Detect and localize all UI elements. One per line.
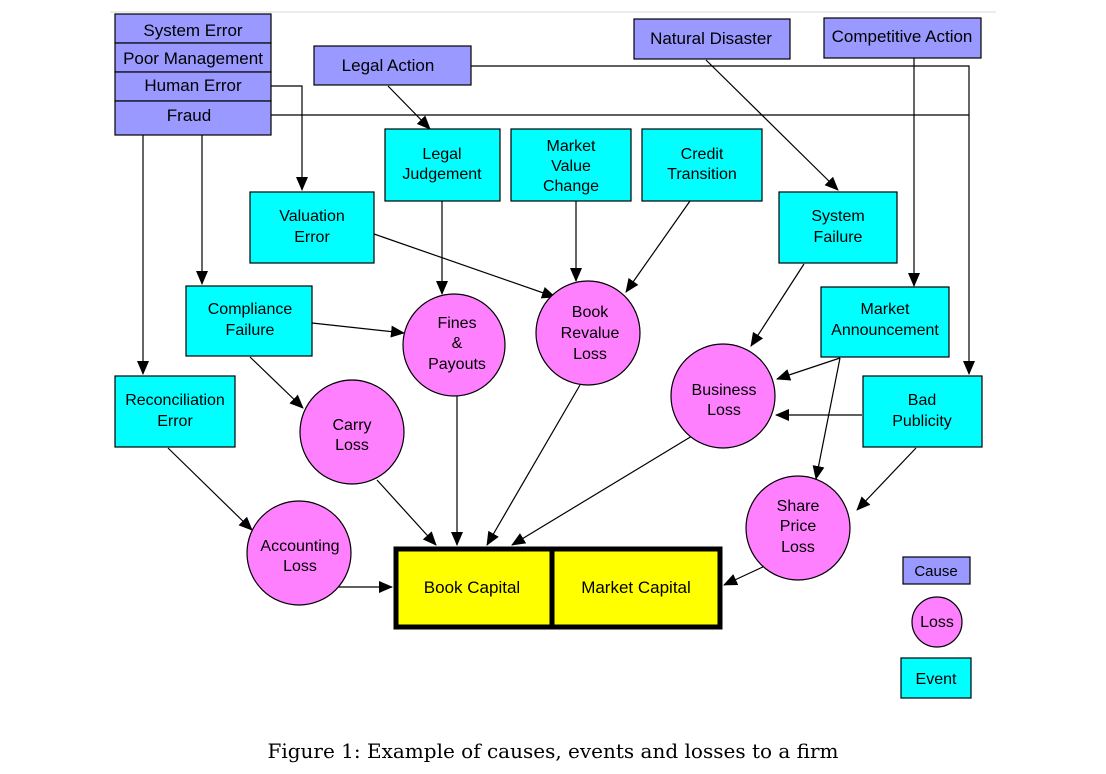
capital: Book Capital Market Capital xyxy=(393,546,723,630)
loss-book-revalue-line2: Revalue xyxy=(561,325,620,342)
loss-business-line2: Loss xyxy=(707,402,741,419)
event-valuation-error-line2: Error xyxy=(294,229,330,246)
cause-human-error-label: Human Error xyxy=(144,76,242,95)
loss-share-price-line1: Share xyxy=(777,498,820,515)
capital-book-label: Book Capital xyxy=(424,578,520,597)
cause-competitive-action-label: Competitive Action xyxy=(832,27,973,46)
capital-market-box xyxy=(549,546,723,630)
event-bad-publicity-line1: Bad xyxy=(908,392,936,409)
loss-business-line1: Business xyxy=(692,382,757,399)
loss-accounting-line1: Accounting xyxy=(260,538,339,555)
edge-share-price-to-market-capital xyxy=(723,564,768,586)
event-system-failure-line1: System xyxy=(811,208,864,225)
loss-carry-line2: Loss xyxy=(335,437,369,454)
cause-natural-disaster-label: Natural Disaster xyxy=(650,29,772,48)
loss-accounting: Accounting Loss xyxy=(246,500,352,606)
loss-business: Business Loss xyxy=(670,343,776,449)
event-market-value-change-line3: Change xyxy=(543,178,599,195)
edge-credit-transition-to-book-revalue xyxy=(625,200,691,293)
event-system-failure: System Failure xyxy=(778,191,898,264)
legend-cause: Cause xyxy=(902,556,971,585)
event-market-announcement: Market Announcement xyxy=(820,286,950,358)
edge-book-revalue-to-book-capital xyxy=(486,384,581,546)
figure-caption: Figure 1: Example of causes, events and … xyxy=(267,739,838,763)
event-bad-publicity: Bad Publicity xyxy=(862,375,983,448)
cause-competitive-action: Competitive Action xyxy=(823,17,982,59)
cause-system-error: System Error xyxy=(114,13,272,44)
event-legal-judgement-line2: Judgement xyxy=(402,166,482,183)
loss-fines-line3: Payouts xyxy=(428,356,486,373)
loss-book-revalue-line3: Loss xyxy=(573,346,607,363)
cause-human-error: Human Error xyxy=(114,71,272,102)
edge-compliance-to-carry-loss xyxy=(249,356,304,409)
events: Legal Judgement Market Value Change Cred… xyxy=(114,128,983,448)
event-market-announcement-line1: Market xyxy=(861,301,910,318)
event-market-announcement-line2: Announcement xyxy=(831,322,939,339)
edge-system-failure-to-business-loss xyxy=(750,263,805,347)
event-credit-transition-line2: Transition xyxy=(667,166,737,183)
legend-event: Event xyxy=(900,657,972,699)
loss-book-revalue-line1: Book xyxy=(572,304,609,321)
edge-human-error-to-valuation-error xyxy=(271,85,308,191)
causes: System Error Poor Management Human Error… xyxy=(114,13,982,136)
edge-legal-action-to-legal-judgement xyxy=(387,85,431,130)
event-legal-judgement-line1: Legal xyxy=(422,146,461,163)
connectors xyxy=(137,58,975,593)
loss-share-price-line3: Loss xyxy=(781,539,815,556)
event-credit-transition: Credit Transition xyxy=(641,128,763,202)
loss-accounting-line2: Loss xyxy=(283,558,317,575)
event-market-value-change: Market Value Change xyxy=(510,128,632,202)
edge-valuation-error-to-book-revalue xyxy=(373,233,556,299)
loss-carry-line1: Carry xyxy=(332,417,371,434)
loss-share-price: Share Price Loss xyxy=(745,475,851,581)
loss-book-revalue: Book Revalue Loss xyxy=(535,280,641,386)
event-market-value-change-line2: Value xyxy=(551,158,591,175)
cause-legal-action-label: Legal Action xyxy=(342,56,435,75)
event-compliance-failure: Compliance Failure xyxy=(185,285,313,357)
edge-legal-action-to-bad-publicity xyxy=(471,65,975,375)
legend: Cause Loss Event xyxy=(900,556,972,699)
event-reconciliation-error-line2: Error xyxy=(157,413,193,430)
edge-compliance-to-fines xyxy=(311,322,405,338)
event-reconciliation-error-line1: Reconciliation xyxy=(125,392,225,409)
edge-natural-disaster-to-system-failure xyxy=(705,59,839,191)
capital-book-box xyxy=(393,546,555,630)
event-reconciliation-error: Reconciliation Error xyxy=(114,375,236,448)
event-market-value-change-line1: Market xyxy=(547,138,596,155)
event-system-failure-line2: Failure xyxy=(814,229,863,246)
loss-carry: Carry Loss xyxy=(299,379,405,485)
edge-market-announcement-to-share-price-loss xyxy=(812,357,841,480)
legend-cause-label: Cause xyxy=(914,563,957,580)
event-valuation-error-line1: Valuation xyxy=(279,208,345,225)
loss-fines-line2: & xyxy=(452,335,463,352)
cause-poor-management: Poor Management xyxy=(114,42,272,73)
edge-carry-loss-to-book-capital xyxy=(376,479,437,546)
event-compliance-failure-line1: Compliance xyxy=(208,301,293,318)
cause-system-error-label: System Error xyxy=(143,21,243,40)
event-bad-publicity-line2: Publicity xyxy=(892,413,952,430)
losses: Fines & Payouts Book Revalue Loss Busine… xyxy=(246,280,851,606)
event-valuation-error: Valuation Error xyxy=(249,191,375,264)
event-compliance-failure-line2: Failure xyxy=(226,322,275,339)
cause-poor-management-label: Poor Management xyxy=(123,49,263,68)
edge-reconciliation-to-accounting-loss xyxy=(167,447,253,531)
edge-market-announcement-to-business-loss xyxy=(776,357,841,381)
legend-event-label: Event xyxy=(916,671,957,688)
edge-business-loss-to-book-capital xyxy=(511,435,693,546)
cause-natural-disaster: Natural Disaster xyxy=(633,18,791,60)
cause-fraud: Fraud xyxy=(114,100,272,136)
cause-legal-action: Legal Action xyxy=(313,45,472,86)
loss-fines-line1: Fines xyxy=(437,315,476,332)
cause-fraud-label: Fraud xyxy=(167,106,211,125)
edge-bad-publicity-to-share-price-loss xyxy=(856,447,917,511)
loss-fines-payouts: Fines & Payouts xyxy=(402,293,506,397)
event-legal-judgement: Legal Judgement xyxy=(384,128,501,202)
loss-share-price-line2: Price xyxy=(780,518,817,535)
legend-loss-label: Loss xyxy=(920,614,954,631)
event-credit-transition-line1: Credit xyxy=(681,146,724,163)
capital-market-label: Market Capital xyxy=(581,578,691,597)
legend-loss: Loss xyxy=(911,596,963,648)
